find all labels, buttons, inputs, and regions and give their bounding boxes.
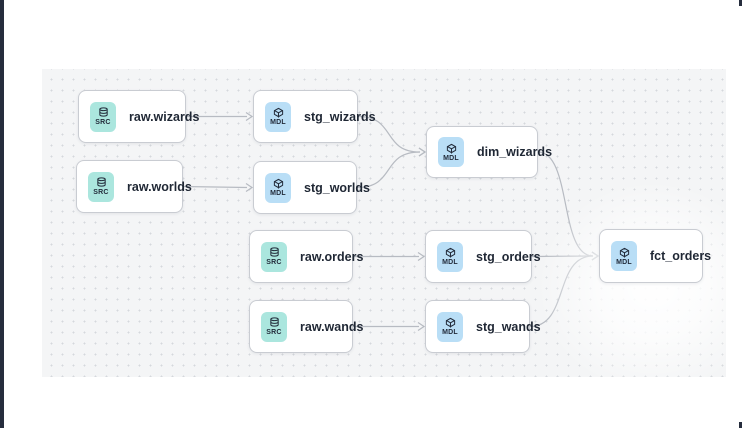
cube-icon [619,247,630,258]
cube-icon [445,247,456,258]
badge-label: SRC [266,329,282,336]
node-label: dim_wizards [477,145,553,159]
badge-label: MDL [442,259,458,266]
node-raw-orders[interactable]: SRC raw.orders [249,230,363,283]
node-label: stg_wands [476,319,541,334]
badge-label: MDL [270,119,286,126]
database-icon [96,177,107,188]
node-label: stg_worlds [304,180,370,195]
node-raw-wands[interactable]: SRC raw.wands [249,300,363,353]
cube-icon [446,143,457,154]
node-label: raw.orders [300,249,364,264]
src-badge: SRC [88,171,114,202]
cube-icon [273,178,284,189]
cube-icon [445,317,456,328]
badge-label: SRC [266,259,282,266]
node-stg-wands[interactable]: MDL stg_wands [425,300,541,353]
node-label: raw.worlds [127,179,192,194]
mdl-badge: MDL [611,241,637,271]
node-raw-worlds[interactable]: SRC raw.worlds [76,160,192,213]
mdl-badge: MDL [438,137,464,167]
mdl-badge: MDL [437,241,463,272]
node-label: stg_orders [476,249,541,264]
badge-label: MDL [270,190,286,197]
window-corner-mark [739,0,742,6]
node-label: stg_wizards [304,109,376,124]
node-fct-orders[interactable]: MDL fct_orders [599,229,711,283]
src-badge: SRC [261,311,287,342]
badge-label: SRC [95,119,111,126]
src-badge: SRC [261,241,287,272]
badge-label: MDL [442,329,458,336]
node-stg-orders[interactable]: MDL stg_orders [425,230,541,283]
node-label: fct_orders [650,249,712,263]
badge-label: MDL [443,154,459,162]
cube-icon [273,107,284,118]
database-icon [98,107,109,118]
node-stg-wizards[interactable]: MDL stg_wizards [253,90,376,143]
mdl-badge: MDL [265,172,291,203]
node-label: raw.wands [300,319,364,334]
node-raw-wizards[interactable]: SRC raw.wizards [78,90,199,143]
node-stg-worlds[interactable]: MDL stg_worlds [253,161,370,214]
src-badge: SRC [90,101,116,132]
mdl-badge: MDL [437,311,463,342]
badge-label: MDL [616,258,632,266]
mdl-badge: MDL [265,101,291,132]
node-glow [537,181,742,393]
node-dim-wizards[interactable]: MDL dim_wizards [426,126,552,178]
database-icon [269,247,280,258]
window-left-edge [0,0,4,428]
database-icon [269,317,280,328]
badge-label: SRC [93,189,109,196]
window-corner-mark [739,422,742,428]
node-label: raw.wizards [129,109,200,124]
